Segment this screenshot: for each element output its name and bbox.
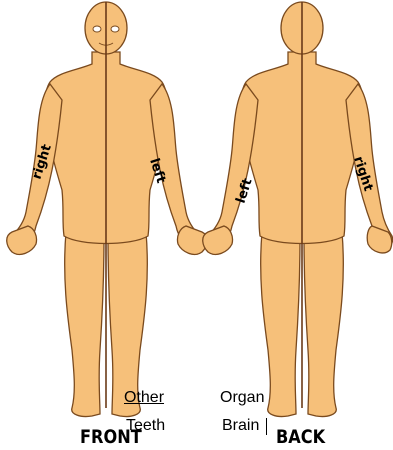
other-item-teeth: Teeth <box>126 418 165 434</box>
back-left-leg <box>261 232 300 417</box>
front-figure <box>7 2 208 417</box>
organ-item-brain: Brain <box>222 418 259 434</box>
back-figure <box>203 2 393 417</box>
back-right-leg <box>304 232 343 417</box>
back-left-arm <box>207 84 258 247</box>
front-right-hand <box>7 226 37 254</box>
back-label: BACK <box>276 428 325 447</box>
back-left-hand <box>203 226 233 254</box>
organ-header: Organ <box>220 390 264 406</box>
other-header: Other <box>124 390 164 406</box>
text-cursor <box>266 418 267 435</box>
front-left-leg <box>65 232 104 417</box>
